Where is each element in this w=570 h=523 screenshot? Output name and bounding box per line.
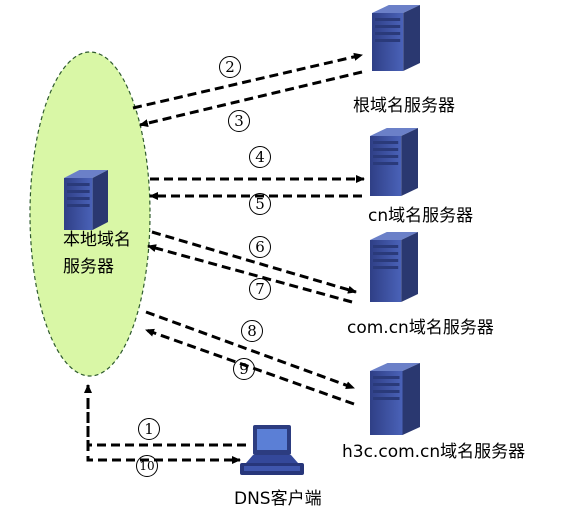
h3c-server-label: h3c.com.cn域名服务器 (342, 442, 526, 462)
step-3-badge: 3 (228, 110, 250, 132)
step-10-badge: 10 (136, 455, 158, 477)
step-5-badge: 5 (249, 193, 271, 215)
arrow-step-10 (86, 400, 241, 464)
comcn-server-label: com.cn域名服务器 (347, 318, 494, 338)
client-label: DNS客户端 (234, 489, 322, 509)
step-2-badge: 2 (219, 56, 241, 78)
root-server-icon (372, 5, 420, 71)
arrow-step-1 (84, 384, 246, 447)
arrow-step-2 (132, 52, 363, 110)
arrow-step-3 (139, 70, 363, 128)
step-7-badge: 7 (249, 278, 271, 300)
h3c-server-icon (370, 363, 420, 435)
cn-server-label: cn域名服务器 (368, 206, 474, 226)
step-1-badge: 1 (138, 418, 160, 440)
arrow-step-9 (145, 328, 355, 406)
local-server-icon (64, 170, 108, 230)
step-9-badge: 9 (233, 358, 255, 380)
local-server-label-line2: 服务器 (63, 257, 114, 277)
arrow-step-6 (151, 230, 357, 294)
arrow-step-8 (145, 310, 355, 390)
comcn-server-icon (370, 232, 418, 302)
step-4-badge: 4 (249, 146, 271, 168)
computer-icon (240, 425, 304, 475)
local-server-label-line1: 本地域名 (63, 230, 131, 250)
cn-server-icon (370, 128, 418, 196)
root-server-label: 根域名服务器 (353, 96, 455, 116)
arrow-step-7 (147, 244, 353, 304)
step-6-badge: 6 (249, 236, 271, 258)
step-8-badge: 8 (241, 320, 263, 342)
